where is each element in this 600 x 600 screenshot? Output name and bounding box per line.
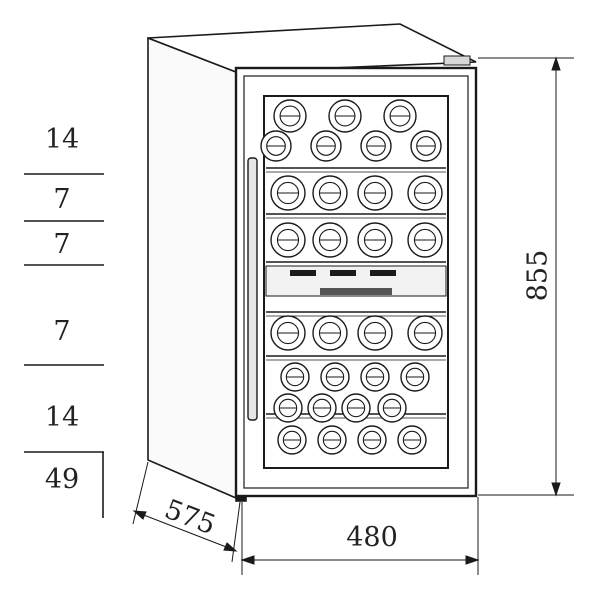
bottle-ring xyxy=(413,228,437,252)
width-dimension-label: 480 xyxy=(346,522,398,553)
height-arrow-top xyxy=(551,56,561,71)
row-count-label-3: 7 xyxy=(53,229,71,260)
depth-arrow-front xyxy=(223,542,238,552)
bottle-ring xyxy=(366,136,386,156)
bottle-ring xyxy=(276,321,300,345)
control-display xyxy=(320,288,392,295)
bottle-ring xyxy=(362,430,382,450)
depth-dimension-line xyxy=(135,511,235,551)
height-dimension-label: 855 xyxy=(522,249,554,302)
bottle-ring xyxy=(363,321,387,345)
vent-slot xyxy=(330,270,356,276)
bottle-ring xyxy=(325,367,345,387)
bottle-ring xyxy=(346,398,366,418)
bottle-ring xyxy=(276,181,300,205)
dimension-lines xyxy=(132,56,574,575)
door-inner-frame xyxy=(243,75,469,489)
total-count-label: 49 xyxy=(44,464,80,495)
cooler-interior xyxy=(260,99,447,455)
width-arrow-right xyxy=(465,555,480,565)
bottle-ring xyxy=(382,398,402,418)
row-count-label-4: 7 xyxy=(53,316,71,347)
bottle-ring xyxy=(266,136,286,156)
row-count-label-2: 7 xyxy=(53,184,71,215)
bottle-ring xyxy=(413,181,437,205)
bottle-ring xyxy=(279,105,301,127)
bottle-ring xyxy=(416,136,436,156)
depth-arrow-back xyxy=(132,510,147,520)
cabinet-side-panel xyxy=(147,36,237,500)
bottle-ring xyxy=(322,430,342,450)
depth-extension-front xyxy=(231,501,241,563)
bottle-ring xyxy=(402,430,422,450)
bottle-ring xyxy=(316,136,336,156)
bottle-ring xyxy=(276,228,300,252)
depth-extension-back xyxy=(132,461,149,525)
door-handle xyxy=(247,157,258,421)
row-count-label-5: 14 xyxy=(44,402,80,433)
row-count-label-1: 14 xyxy=(44,124,80,155)
width-arrow-left xyxy=(240,555,255,565)
bottle-ring xyxy=(285,367,305,387)
bottle-ring xyxy=(389,105,411,127)
bottle-ring xyxy=(413,321,437,345)
bottle-ring xyxy=(363,228,387,252)
vent-slot xyxy=(290,270,316,276)
glass-panel xyxy=(263,95,449,469)
bottle-ring xyxy=(365,367,385,387)
cabinet-top-panel xyxy=(147,23,477,73)
bottle-ring xyxy=(282,430,302,450)
top-hinge xyxy=(443,55,471,66)
vent-slot xyxy=(370,270,396,276)
bottle-ring xyxy=(334,105,356,127)
bottle-ring xyxy=(312,398,332,418)
bottle-ring xyxy=(363,181,387,205)
bottle-ring xyxy=(318,321,342,345)
bottle-ring xyxy=(318,181,342,205)
bottle-ring xyxy=(405,367,425,387)
bottle-count-dividers xyxy=(24,173,104,518)
bottle-ring xyxy=(318,228,342,252)
height-arrow-bottom xyxy=(551,482,561,497)
bottle-ring xyxy=(278,398,298,418)
